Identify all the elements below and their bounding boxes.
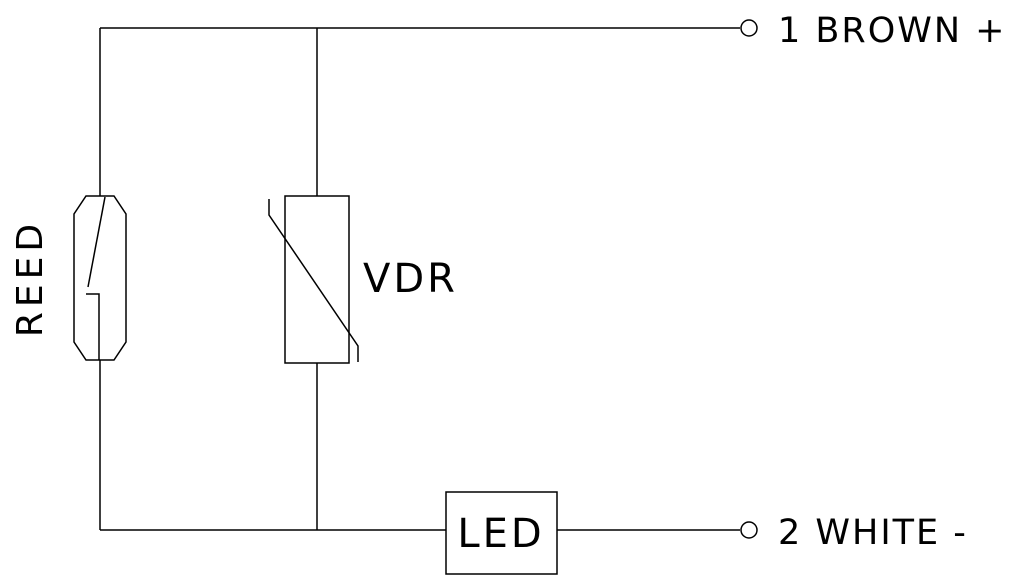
reed-contact-lower <box>86 293 100 360</box>
terminal-2-circle <box>740 521 758 539</box>
reed-capsule <box>73 195 127 361</box>
varistor-symbol <box>268 195 359 364</box>
led-label: LED <box>457 511 544 557</box>
led-box <box>445 491 558 575</box>
reed-switch-symbol <box>73 195 127 361</box>
terminal-1-label: 1 BROWN + <box>778 11 1007 51</box>
reed-label: REED <box>10 219 51 337</box>
varistor-body <box>284 195 350 364</box>
terminal-2-label: 2 WHITE - <box>778 513 968 553</box>
vdr-label: VDR <box>363 256 458 302</box>
reed-contact-upper <box>87 196 106 288</box>
varistor-diagonal <box>268 199 359 362</box>
terminal-1-circle <box>740 19 758 37</box>
